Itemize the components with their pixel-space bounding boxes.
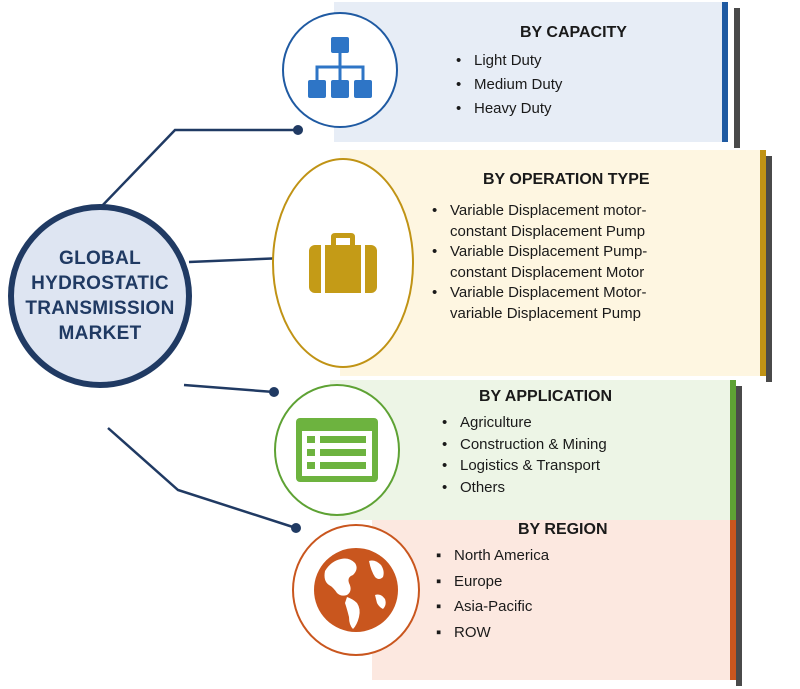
globe-icon xyxy=(314,548,398,632)
list-item: Variable Displacement Pump- constant Dis… xyxy=(430,242,647,283)
connector-capacity xyxy=(99,128,298,209)
list-item: Medium Duty xyxy=(454,73,562,97)
list-item: Variable Displacement Motor- variable Di… xyxy=(430,283,647,324)
connector-dot-region xyxy=(291,523,301,533)
list-icon xyxy=(296,418,378,482)
list-item: Light Duty xyxy=(454,49,562,73)
capacity-panel: BY CAPACITY Light Duty Medium Duty Heavy… xyxy=(334,2,728,142)
region-panel-shadow xyxy=(736,526,742,686)
list-item: Others xyxy=(440,477,607,499)
list-item: Heavy Duty xyxy=(454,97,562,121)
briefcase-icon xyxy=(309,233,377,293)
operation-panel-shadow xyxy=(766,156,772,382)
center-title: GLOBAL HYDROSTATIC TRANSMISSION MARKET xyxy=(25,248,175,344)
connector-application xyxy=(183,383,275,394)
list-item: Europe xyxy=(434,569,549,595)
region-heading: BY REGION xyxy=(518,521,608,538)
capacity-icon-circle xyxy=(282,12,398,128)
capacity-panel-shadow xyxy=(734,8,740,148)
application-icon-circle xyxy=(274,384,400,516)
application-heading: BY APPLICATION xyxy=(479,388,613,405)
hierarchy-icon xyxy=(308,37,372,98)
application-panel-shadow xyxy=(736,386,742,526)
connector-region xyxy=(107,427,297,530)
operation-list: Variable Displacement motor- constant Di… xyxy=(430,201,647,324)
list-item: Agriculture xyxy=(440,412,607,434)
list-item: ROW xyxy=(434,620,549,646)
region-icon-circle xyxy=(292,524,420,656)
application-list: Agriculture Construction & Mining Logist… xyxy=(440,412,607,498)
region-panel: BY REGION North America Europe Asia-Paci… xyxy=(372,520,736,680)
connector-dot-application xyxy=(269,387,279,397)
list-item: North America xyxy=(434,543,549,569)
capacity-heading: BY CAPACITY xyxy=(520,24,627,41)
list-item: Asia-Pacific xyxy=(434,594,549,620)
connector-dot-capacity xyxy=(293,125,303,135)
operation-icon-circle xyxy=(272,158,414,368)
operation-heading: BY OPERATION TYPE xyxy=(483,171,650,188)
connector-operation xyxy=(188,256,285,264)
list-item: Logistics & Transport xyxy=(440,455,607,477)
center-circle: GLOBAL HYDROSTATIC TRANSMISSION MARKET xyxy=(8,204,192,388)
region-list: North America Europe Asia-Pacific ROW xyxy=(434,543,549,645)
list-item: Variable Displacement motor- constant Di… xyxy=(430,201,647,242)
list-item: Construction & Mining xyxy=(440,434,607,456)
capacity-list: Light Duty Medium Duty Heavy Duty xyxy=(454,49,562,121)
